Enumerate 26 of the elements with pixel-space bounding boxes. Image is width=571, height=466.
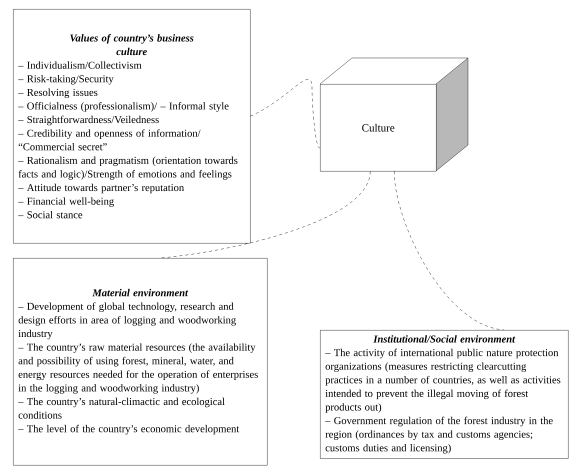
- list-item: – Development of global technology, research and design efforts in area of logging and woodworking industry: [18, 302, 236, 340]
- list-item: – Straightforwardness/Veiledness: [18, 116, 159, 126]
- heading: Material environment: [92, 288, 188, 296]
- text-box: [13, 258, 268, 466]
- heading: Institutional/Social environment: [373, 335, 516, 343]
- connector: [250, 79, 320, 148]
- list-item: – Risk-taking/Security: [18, 74, 114, 84]
- list-item: – The level of the country’s economic development: [18, 424, 240, 434]
- list-item: – Government regulation of the forest industry in the region (ordinances by tax and customs agencies; customs duties and licensing): [325, 416, 553, 454]
- heading: Values of country’s business culture: [70, 34, 194, 56]
- list-item: – The country’s natural-climactic and ecological conditions: [18, 398, 225, 419]
- connector: [160, 171, 370, 258]
- text-box: [320, 330, 568, 459]
- connector: [394, 171, 504, 330]
- list-item: – Attitude towards partner’s reputation: [18, 184, 184, 194]
- list-item: – Credibility and openness of information/ “Commercial secret”: [18, 129, 201, 150]
- list-item: – Social stance: [18, 210, 82, 218]
- list-item: – The activity of international public nature protection organizations (measures restricting clearcutting practices in a number of countries, as well as activities intended to prevent the illegal moving of forest products out): [325, 348, 560, 413]
- list-item: – Rationalism and pragmatism (orientation towards facts and logic)/Strength of emotions and feelings: [18, 156, 238, 180]
- text-box: [13, 9, 250, 244]
- list-item: – Individualism/Collectivism: [18, 61, 142, 69]
- list-item: – The country’s raw material resources (the availability and possibility of using forest, mineral, water, and energy resources needed for the operation of enterprises in the logging and woodworking industry): [18, 343, 258, 394]
- list-item: – Financial well-being: [18, 197, 114, 207]
- list-item: – Resolving issues: [18, 88, 98, 98]
- cube-drawing: Culture: [320, 58, 468, 172]
- list-item: – Officialness (professionalism)/ – Informal style: [18, 102, 229, 112]
